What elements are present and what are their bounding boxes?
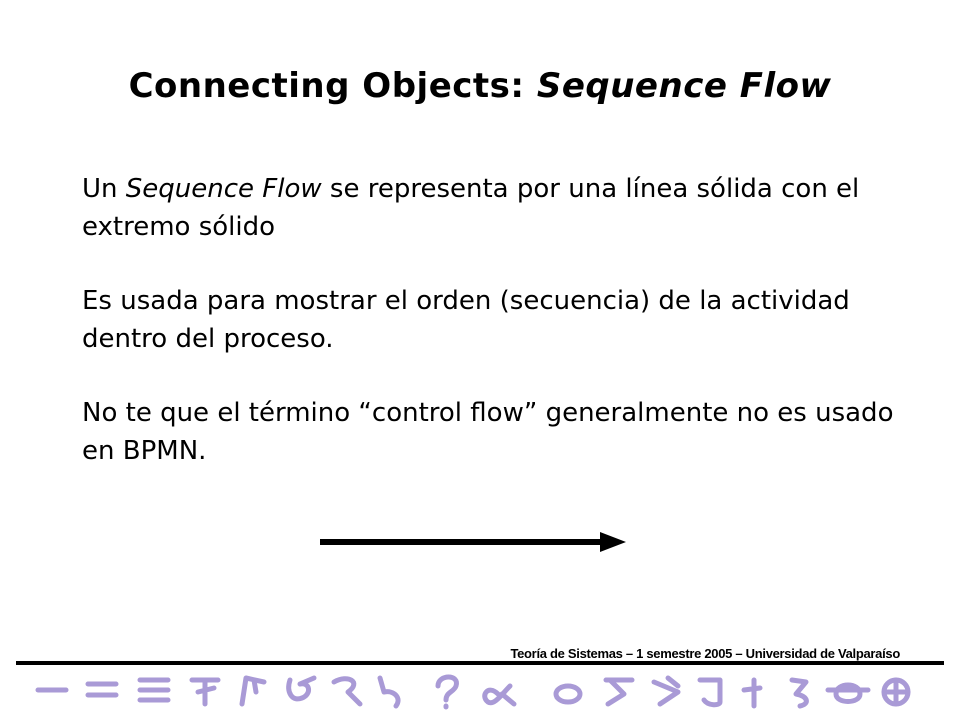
paragraph-note: No te que el término “control flow” gene… <box>82 398 894 466</box>
decorative-symbol-strip-icon <box>28 668 918 716</box>
slide-title: Connecting Objects: Sequence Flow <box>0 66 960 106</box>
p1-rest: se representa por una línea sólida con e… <box>82 174 860 242</box>
title-prefix: Connecting Objects: <box>128 66 537 106</box>
footer-divider <box>16 661 944 665</box>
p1-pre: Un <box>82 174 126 204</box>
slide-body: Un Sequence Flow se representa por una l… <box>82 170 912 506</box>
paragraph-purpose: Es usada para mostrar el orden (secuenci… <box>82 286 850 354</box>
title-emphasis: Sequence Flow <box>536 66 832 106</box>
footer-caption: Teoría de Sistemas – 1 semestre 2005 – U… <box>510 646 900 661</box>
paragraph-definition: Un Sequence Flow se representa por una l… <box>82 170 912 246</box>
p1-term: Sequence Flow <box>125 174 322 204</box>
sequence-flow-arrow-icon <box>318 526 630 562</box>
